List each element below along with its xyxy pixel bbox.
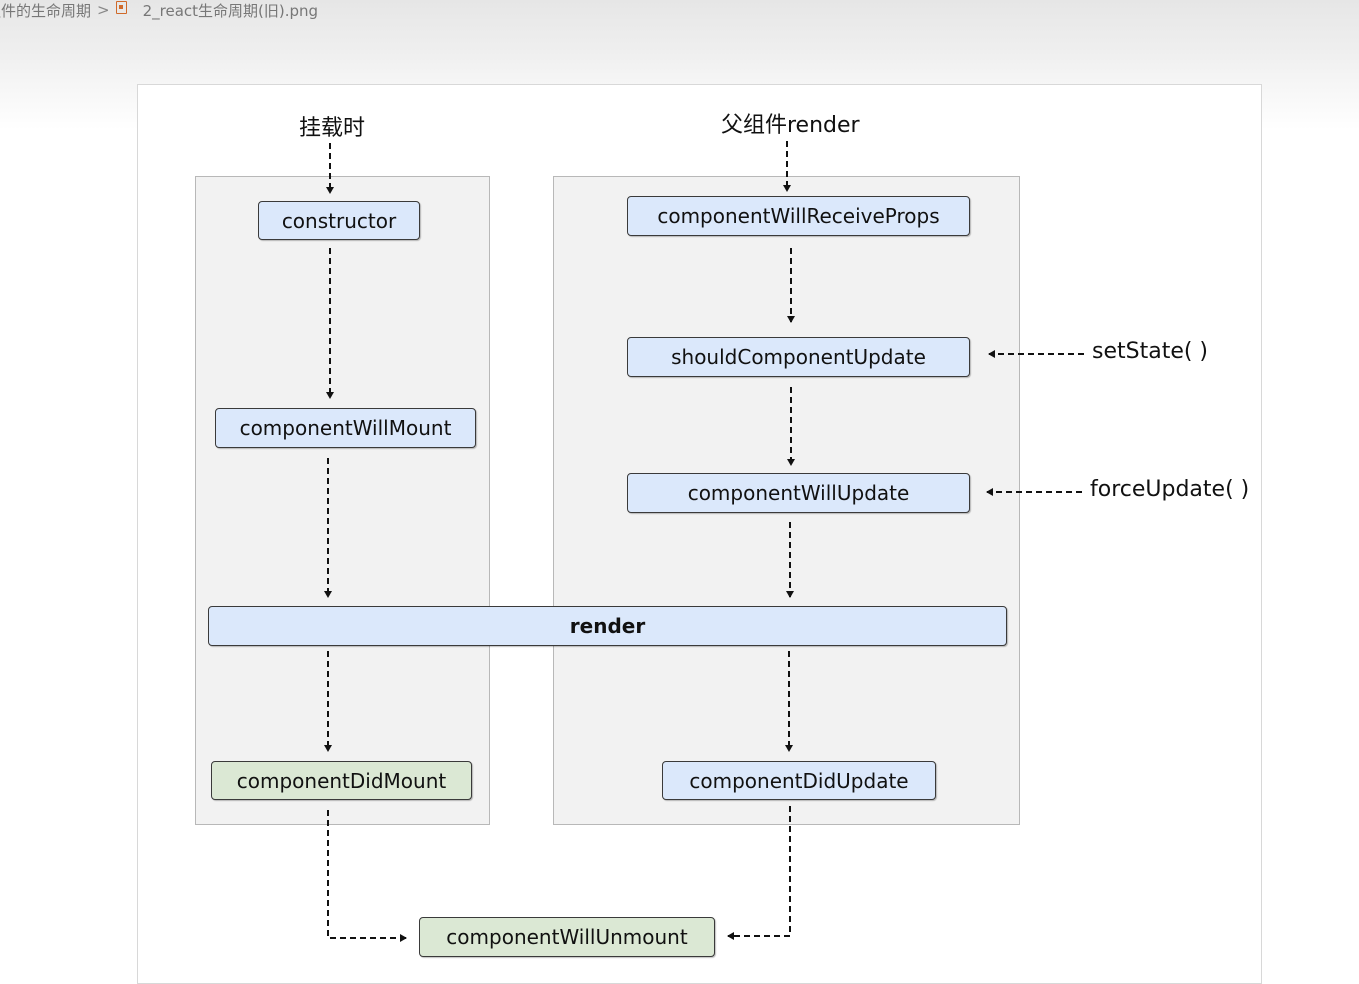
component-will-receive-props-node: componentWillReceiveProps xyxy=(627,196,970,236)
mount-phase-panel xyxy=(195,176,490,825)
component-will-update-node: componentWillUpdate xyxy=(627,473,970,513)
breadcrumb: 组件的生命周期 > 2_react生命周期(旧).png xyxy=(0,0,322,20)
set-state-label: setState( ) xyxy=(1092,339,1209,364)
breadcrumb-separator: > xyxy=(97,1,110,19)
breadcrumb-file-name[interactable]: 2_react生命周期(旧).png xyxy=(142,1,319,20)
parent-render-label: 父组件render xyxy=(721,113,860,138)
mount-label: 挂载时 xyxy=(299,116,366,141)
breadcrumb-folder[interactable]: 组件的生命周期 xyxy=(0,1,92,20)
component-did-update-node: componentDidUpdate xyxy=(662,761,936,800)
constructor-node: constructor xyxy=(258,201,420,240)
image-file-icon xyxy=(115,0,127,14)
component-will-mount-node: componentWillMount xyxy=(215,408,476,448)
component-did-mount-node: componentDidMount xyxy=(211,761,472,800)
render-node: render xyxy=(208,606,1007,646)
force-update-label: forceUpdate( ) xyxy=(1090,477,1250,502)
should-component-update-node: shouldComponentUpdate xyxy=(627,337,970,377)
component-will-unmount-node: componentWillUnmount xyxy=(419,917,715,957)
